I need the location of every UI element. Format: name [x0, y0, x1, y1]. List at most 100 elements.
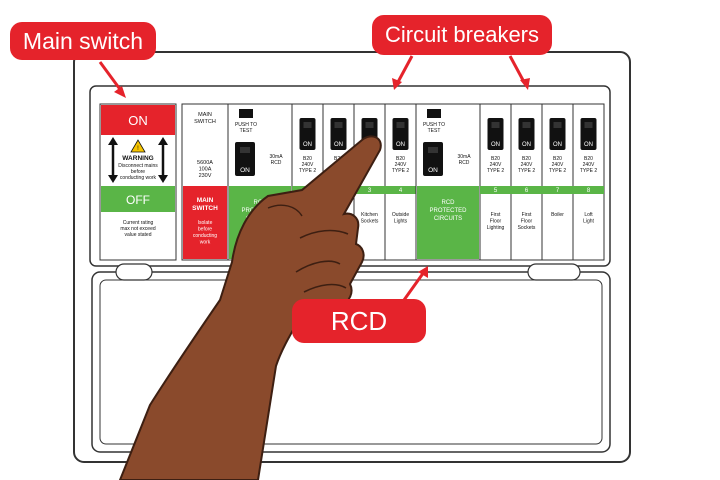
- breaker-spec: TYPE 2: [549, 168, 566, 174]
- text-line: CIRCUITS: [434, 216, 462, 222]
- breaker-number: 8: [587, 188, 591, 194]
- text-line: SWITCH: [192, 205, 218, 212]
- breaker-toggle-label: ON: [303, 142, 312, 148]
- breaker-spec: B20: [396, 156, 405, 162]
- rcd-right-toggle-label: ON: [428, 167, 438, 174]
- breaker-number: 5: [494, 188, 498, 194]
- breaker-circuit-label: Light: [583, 219, 594, 225]
- text-line: PROTECTED: [429, 208, 467, 214]
- main-switch-callout: Main switch: [10, 22, 156, 60]
- text-line: 100A: [199, 167, 212, 173]
- breaker-spec: TYPE 2: [392, 168, 409, 174]
- warning-triangle-icon: [130, 139, 146, 153]
- text-line: max not exceed: [120, 226, 156, 232]
- text-line: SWITCH: [194, 119, 216, 125]
- breaker-number: 6: [525, 188, 529, 194]
- rcd-left-test-button[interactable]: [239, 109, 253, 118]
- circuit-breakers-arrow-right-icon: [508, 55, 530, 90]
- text-line: 5600A: [197, 160, 213, 166]
- isolator-off-label: OFF: [126, 193, 150, 207]
- rcd-left-toggle-label: ON: [240, 167, 250, 174]
- breaker-frame: [541, 103, 574, 261]
- arrowhead-down-right-icon: [158, 175, 168, 183]
- breaker-circuit-label: Floor: [490, 219, 502, 225]
- text-line: before: [131, 169, 145, 175]
- arrowhead-down-left-icon: [108, 175, 118, 183]
- hinge-right[interactable]: [527, 263, 581, 281]
- breaker-spec: B20: [553, 156, 562, 162]
- breaker-circuit-label: Outside: [392, 212, 409, 218]
- breaker-circuit-label: Sockets: [518, 225, 536, 231]
- breaker-spec: B20: [584, 156, 593, 162]
- breaker-toggle-label: ON: [522, 142, 531, 148]
- isolator-on-label: ON: [128, 113, 148, 128]
- breaker-spec: B20: [522, 156, 531, 162]
- breaker-circuit-label: Loft: [584, 212, 593, 218]
- text-line: PUSH TO: [235, 122, 257, 128]
- breaker-spec: B20: [303, 156, 312, 162]
- text-line: PUSH TO: [423, 122, 445, 128]
- rcd-right-test-button[interactable]: [427, 109, 441, 118]
- text-line: RCD: [271, 160, 282, 166]
- green-strip-right: [480, 186, 604, 194]
- hinge-left[interactable]: [115, 263, 153, 281]
- text-line: conducting: [193, 233, 217, 239]
- breaker-spec: TYPE 2: [299, 168, 316, 174]
- text-line: Disconnect mains: [118, 163, 158, 169]
- circuit-breakers-callout-text: Circuit breakers: [384, 22, 540, 47]
- breaker-spec: 240V: [552, 162, 564, 168]
- breaker-spec: 240V: [395, 162, 407, 168]
- text-line: 230V: [199, 173, 212, 179]
- breaker-toggle-label: ON: [584, 142, 593, 148]
- breaker-toggle-label: ON: [396, 142, 405, 148]
- text-line: before: [198, 227, 212, 233]
- text-line: work: [200, 240, 211, 246]
- breaker-spec: TYPE 2: [580, 168, 597, 174]
- breaker-toggle-label: ON: [334, 142, 343, 148]
- rcd-arrow-right-icon: [402, 266, 428, 301]
- main-switch-arrow-icon: [98, 61, 126, 98]
- breaker-spec: 240V: [302, 162, 314, 168]
- isolator-warning-title: WARNING: [122, 155, 153, 162]
- breaker-number: 4: [399, 188, 403, 194]
- text-line: Isolate: [198, 220, 213, 226]
- rcd-right-green-label: [417, 186, 479, 259]
- breaker-spec: 240V: [490, 162, 502, 168]
- breaker-circuit-label: Floor: [521, 219, 533, 225]
- rcd-callout-text: RCD: [330, 305, 388, 336]
- breaker-circuit-label: Lights: [394, 219, 408, 225]
- text-line: MAIN: [198, 112, 212, 118]
- breaker-toggle-label: ON: [553, 142, 562, 148]
- text-line: TEST: [240, 128, 253, 134]
- rcd-callout: RCD: [292, 299, 426, 343]
- text-line: 30mA: [457, 154, 471, 160]
- text-line: RCD: [459, 160, 470, 166]
- breaker-circuit-label: Kitchen: [361, 212, 378, 218]
- breaker-circuit-label: Boiler: [551, 212, 564, 218]
- breaker-spec: TYPE 2: [518, 168, 535, 174]
- main-switch-callout-text: Main switch: [22, 27, 144, 54]
- breaker-number: 7: [556, 188, 560, 194]
- svg-text:!: !: [137, 146, 139, 152]
- text-line: TEST: [428, 128, 441, 134]
- breaker-circuit-label: Sockets: [361, 219, 379, 225]
- breaker-spec: 240V: [521, 162, 533, 168]
- breaker-spec: B20: [491, 156, 500, 162]
- isolator-off-panel: [101, 186, 175, 212]
- circuit-breakers-callout: Circuit breakers: [372, 15, 552, 55]
- circuit-breakers-arrow-left-icon: [392, 55, 414, 90]
- text-line: 30mA: [269, 154, 283, 160]
- main-switch-red-label: [183, 186, 227, 259]
- text-line: Current rating: [123, 220, 154, 226]
- arrowhead-up-left-icon: [108, 137, 118, 145]
